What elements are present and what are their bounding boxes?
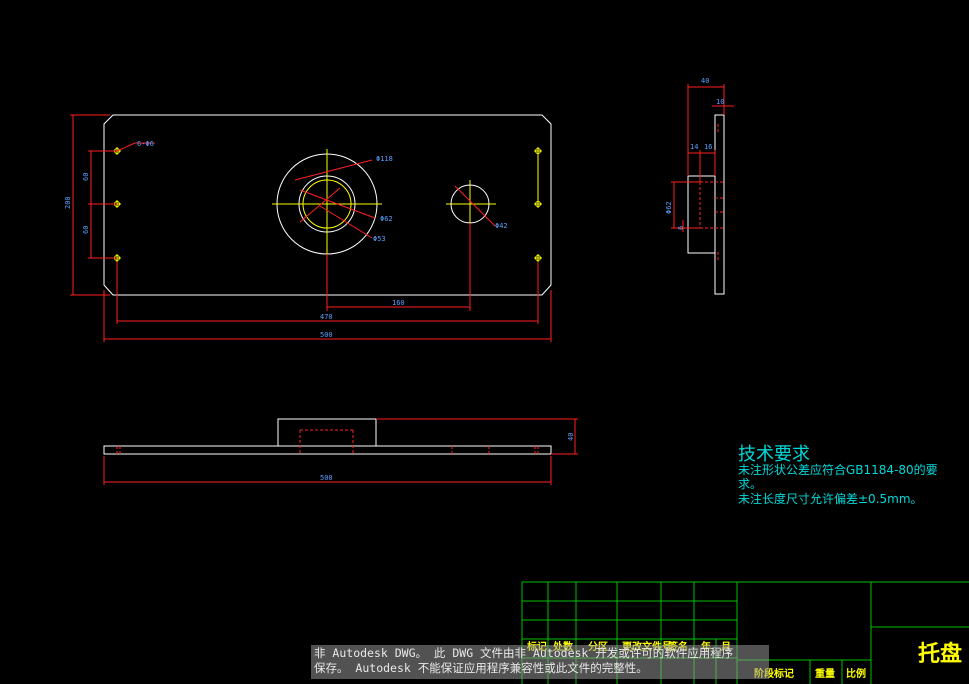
dim-60-upper: 60 xyxy=(82,173,90,181)
front-boss xyxy=(277,418,377,447)
requirements-line-2: 求。 xyxy=(738,477,762,491)
dim-d42: Φ42 xyxy=(495,222,508,230)
technical-requirements: 技术要求 未注形状公差应符合GB1184-80的要 求。 未注长度尺寸允许偏差±… xyxy=(738,444,938,506)
dim-d118: Φ118 xyxy=(376,155,393,163)
top-view: 6-Φ6 Φ118 Φ62 Φ53 Φ42 200 60 60 470 160 … xyxy=(64,114,552,342)
top-dimensions xyxy=(70,114,552,342)
dim-160: 160 xyxy=(392,299,405,307)
center-lines xyxy=(272,149,496,259)
front-dimensions xyxy=(103,418,578,485)
dim-front-500: 500 xyxy=(320,474,333,482)
tb-weight: 重量 xyxy=(815,667,835,680)
dim-200: 200 xyxy=(64,196,72,209)
dim-front-40: 40 xyxy=(567,433,575,441)
side-dimensions xyxy=(671,84,734,232)
requirements-line-3: 未注长度尺寸允许偏差±0.5mm。 xyxy=(738,491,923,506)
dim-side-14: 14 xyxy=(690,143,698,151)
side-hidden-lines xyxy=(699,124,724,262)
requirements-line-1: 未注形状公差应符合GB1184-80的要 xyxy=(738,462,938,477)
front-view: 500 40 xyxy=(103,418,578,485)
dim-6-holes: 6-Φ6 xyxy=(137,140,154,148)
dim-side-16: 16 xyxy=(704,143,712,151)
notice-line-2: 保存。 Autodesk 不能保证应用程序兼容性或此文件的完整性。 xyxy=(314,661,648,675)
dim-60-lower: 60 xyxy=(82,226,90,234)
non-autodesk-dwg-notice: 非 Autodesk DWG。 此 DWG 文件由非 Autodesk 开发或许… xyxy=(311,645,769,679)
dim-side-40: 40 xyxy=(701,77,709,85)
dim-d62: Φ62 xyxy=(380,215,393,223)
front-plate xyxy=(103,445,552,455)
front-hidden-lines xyxy=(116,429,539,454)
side-boss xyxy=(687,175,716,254)
tb-scale: 比例 xyxy=(846,667,866,680)
dim-side-small: 6 xyxy=(677,226,685,230)
dim-470: 470 xyxy=(320,313,333,321)
side-view: 40 10 14 16 Φ62 6 xyxy=(665,77,734,295)
dim-side-10: 10 xyxy=(716,98,724,106)
requirements-title: 技术要求 xyxy=(738,444,810,465)
side-plate xyxy=(714,114,725,295)
notice-line-1: 非 Autodesk DWG。 此 DWG 文件由非 Autodesk 开发或许… xyxy=(314,646,734,660)
dim-d53: Φ53 xyxy=(373,235,386,243)
dim-side-d62: Φ62 xyxy=(665,201,673,214)
plate-outline xyxy=(103,114,552,296)
tb-part-name: 托盘 xyxy=(918,641,962,667)
dim-500: 500 xyxy=(320,331,333,339)
leaders xyxy=(116,142,496,239)
